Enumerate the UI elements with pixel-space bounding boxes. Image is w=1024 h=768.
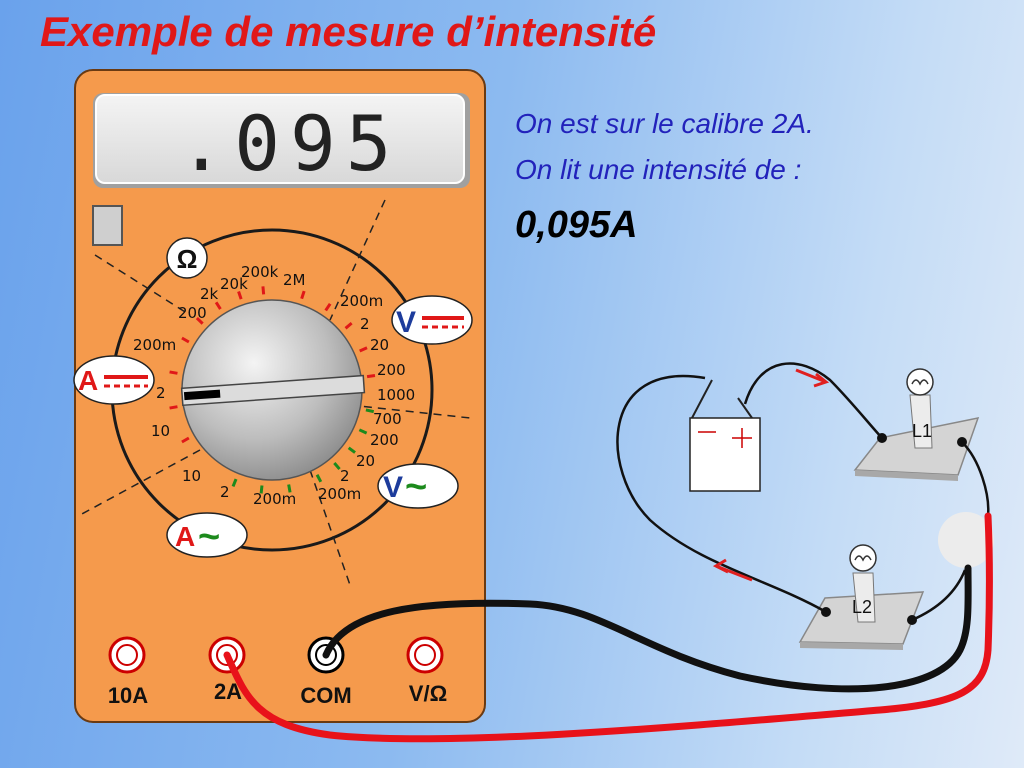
range-labels: 200 2k 20k 200k 2M 200m 2 20 200 1000 70… xyxy=(133,263,415,508)
terminal-label-v-ohm: V/Ω xyxy=(409,681,447,706)
arrow-head-icon xyxy=(712,558,729,574)
dial-tick xyxy=(259,485,264,494)
arrow-head-icon xyxy=(813,372,830,388)
lcd-screen xyxy=(95,94,465,184)
range-ohm-20k: 20k xyxy=(220,275,248,293)
dial-tick xyxy=(344,322,353,330)
red-lead xyxy=(223,512,993,743)
current-arrows xyxy=(712,368,830,582)
range-adc-10: 10 xyxy=(151,422,170,440)
bulb-icon xyxy=(849,544,877,572)
ac-wave-icon: ~ xyxy=(198,516,220,558)
dial-tick xyxy=(358,428,368,435)
range-vac-20: 20 xyxy=(356,452,375,470)
dial-tick xyxy=(169,370,178,375)
range-vac-200m: 200m xyxy=(318,485,361,503)
dial-tick xyxy=(261,286,266,295)
range-adc-2: 2 xyxy=(156,384,166,402)
arrow-icon xyxy=(795,368,827,384)
dial-tick xyxy=(181,336,190,344)
range-vac-700: 700 xyxy=(373,410,402,428)
range-vdc-200: 200 xyxy=(377,361,406,379)
dial-tick xyxy=(315,474,323,483)
dial-tick xyxy=(300,290,306,300)
selector-pointer xyxy=(180,374,366,407)
range-ohm-2m: 2M xyxy=(283,271,306,289)
dial-tick xyxy=(324,302,332,312)
dial-tick xyxy=(366,374,376,379)
range-vac-2: 2 xyxy=(340,467,350,485)
amp-ac-icon: A xyxy=(175,521,195,552)
lamp-l2: L2 xyxy=(798,544,925,650)
lamp-l2-label: L2 xyxy=(852,597,872,617)
amp-ac-symbol: A ~ xyxy=(166,512,248,558)
ohm-symbol: Ω xyxy=(166,237,208,279)
amp-dc-icon: A xyxy=(78,365,98,396)
lcd-reading: .095 xyxy=(178,99,401,188)
bulb-icon xyxy=(906,368,934,396)
range-ohm-200k: 200k xyxy=(241,263,279,281)
amp-dc-symbol: A xyxy=(73,355,155,405)
dial-tick xyxy=(169,405,178,410)
terminal-label-10a: 10A xyxy=(108,683,148,708)
dial-ticks xyxy=(169,286,376,494)
battery-terminal-plus xyxy=(737,397,753,419)
dial-tick xyxy=(365,408,375,414)
ac-wave-icon: ~ xyxy=(405,466,427,508)
battery-terminal-minus xyxy=(691,379,713,419)
hold-button[interactable] xyxy=(92,205,123,246)
dial-tick xyxy=(195,316,204,325)
volt-ac-symbol: V ~ xyxy=(377,463,459,509)
range-vdc-20: 20 xyxy=(370,336,389,354)
range-aac-2: 2 xyxy=(220,483,230,501)
volt-dc-icon: V xyxy=(396,306,416,339)
range-vdc-200m: 200m xyxy=(340,292,383,310)
dial-tick xyxy=(214,301,222,310)
dial-tick xyxy=(181,436,190,444)
dial-tick xyxy=(287,484,292,493)
terminal-10a[interactable] xyxy=(108,636,146,674)
result-value: 0,095A xyxy=(515,204,638,246)
range-ohm-200: 200 xyxy=(178,304,207,322)
dial-tick xyxy=(237,291,243,300)
dial-tick xyxy=(231,478,238,487)
dial-separators xyxy=(79,199,471,586)
black-lead xyxy=(322,564,972,693)
range-vac-200: 200 xyxy=(370,431,399,449)
range-adc-200m: 200m xyxy=(133,336,176,354)
lamp-l1-label: L1 xyxy=(912,421,932,441)
page-title: Exemple de mesure d’intensité xyxy=(40,8,657,55)
reading-text: On lit une intensité de : xyxy=(515,154,802,185)
circuit-wires xyxy=(616,362,990,622)
dial-tick xyxy=(347,446,356,454)
range-vdc-1000: 1000 xyxy=(377,386,415,404)
volt-ac-icon: V xyxy=(383,471,403,504)
wire-junction xyxy=(938,512,994,568)
range-vdc-2: 2 xyxy=(360,315,370,333)
ohm-icon: Ω xyxy=(177,244,198,274)
range-ohm-2k: 2k xyxy=(200,285,219,303)
terminal-label-com: COM xyxy=(300,683,351,708)
range-aac-10: 10 xyxy=(182,467,201,485)
dial-tick xyxy=(359,346,368,353)
dial-tick xyxy=(333,462,341,471)
battery xyxy=(689,379,761,492)
volt-dc-symbol: V xyxy=(391,295,473,345)
terminal-v-ohm[interactable] xyxy=(406,636,444,674)
range-aac-200m: 200m xyxy=(253,490,296,508)
calibre-text: On est sur le calibre 2A. xyxy=(515,108,814,139)
